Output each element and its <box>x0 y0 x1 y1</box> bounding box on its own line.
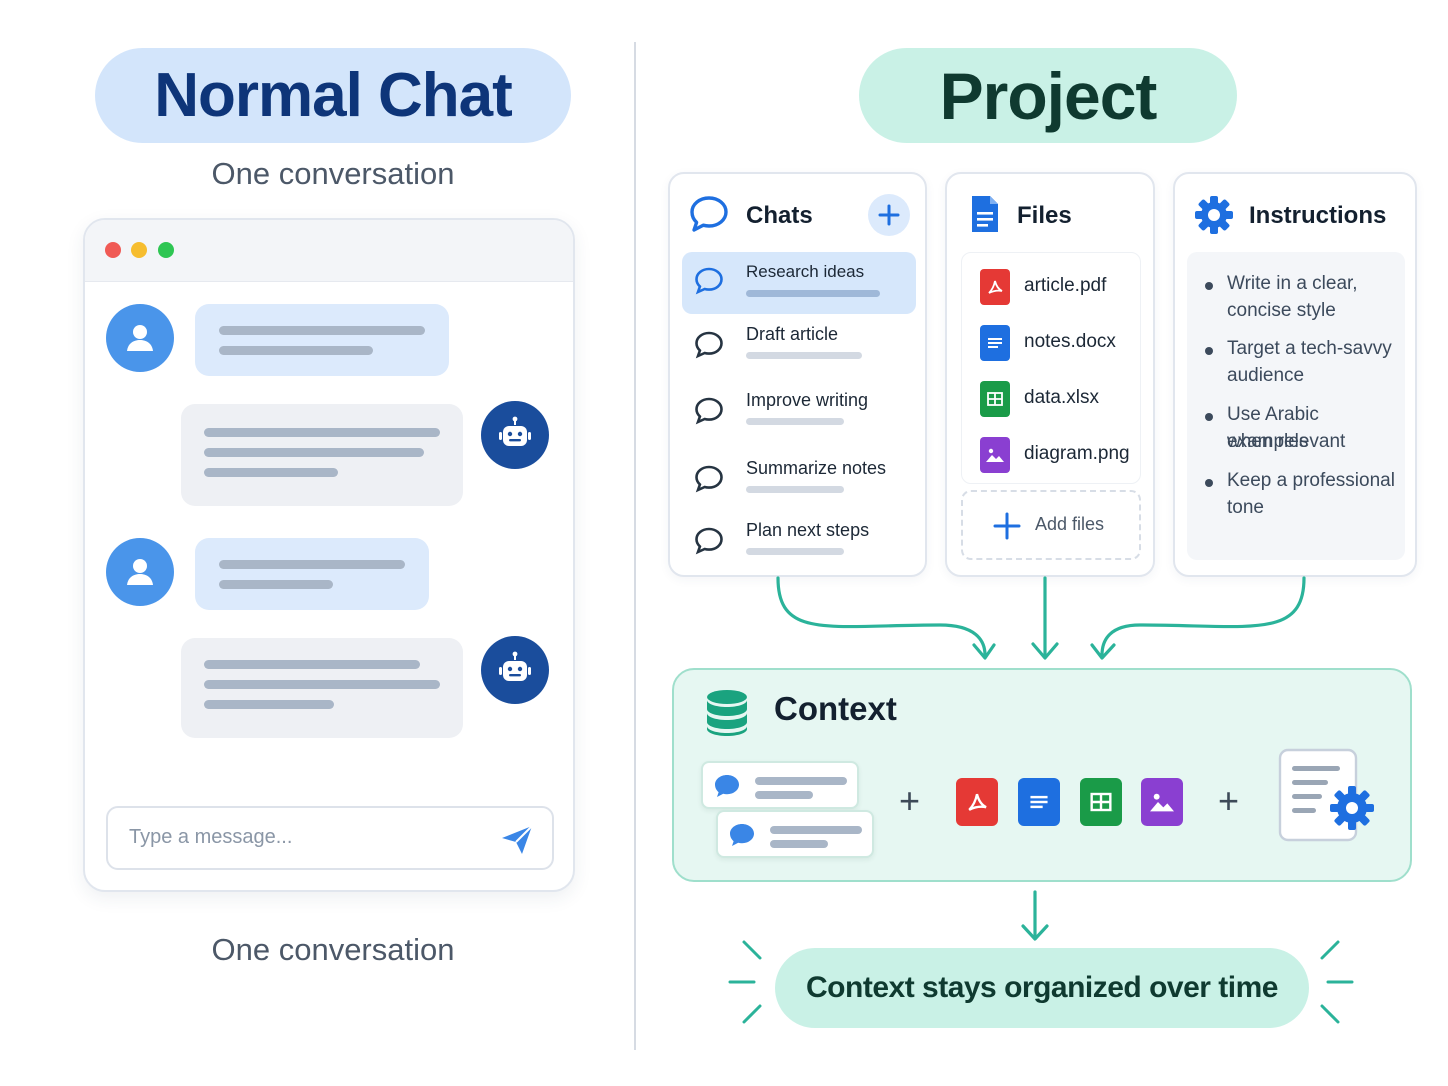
image-icon <box>1141 778 1183 826</box>
chat-item-research-ideas[interactable]: Research ideas <box>682 252 916 314</box>
plus-icon <box>878 204 900 226</box>
message-input-placeholder: Type a message... <box>129 826 293 848</box>
chat-item-label: Summarize notes <box>746 458 887 478</box>
instructions-list: Write in a clear, concise style Target a… <box>1187 252 1405 560</box>
send-icon[interactable] <box>500 824 534 861</box>
normal-chat-caption: One conversation <box>211 932 455 967</box>
doc-icon <box>1018 778 1060 826</box>
file-name: diagram.png <box>1024 443 1130 464</box>
result-banner: Context stays organized over time <box>775 948 1309 1028</box>
chat-bubble-icon <box>728 822 756 853</box>
user-avatar-icon <box>106 538 174 606</box>
plus-icon <box>993 512 1021 545</box>
file-name: article.pdf <box>1024 275 1107 296</box>
bot-avatar-icon <box>481 401 549 469</box>
plus-icon: + <box>1218 780 1240 821</box>
file-list: article.pdf notes.docx data.xlsx diagram… <box>961 252 1141 484</box>
context-chat-card <box>716 810 874 858</box>
file-item-article-pdf[interactable]: article.pdf <box>962 263 1140 311</box>
instruction-line: Write in a clear, <box>1227 273 1358 294</box>
plus-icon: + <box>899 780 921 821</box>
chat-item-icon <box>694 526 724 561</box>
add-chat-button[interactable] <box>868 194 910 236</box>
files-panel-title: Files <box>1017 202 1072 229</box>
bot-message-bubble <box>181 404 463 506</box>
maximize-dot[interactable] <box>158 242 174 258</box>
add-files-button[interactable]: Add files <box>961 490 1141 560</box>
instructions-panel: Instructions Write in a clear, concise s… <box>1173 172 1417 577</box>
bot-message-bubble <box>181 638 463 738</box>
instructions-settings-icon <box>1278 748 1378 849</box>
instruction-line: Use Arabic examples <box>1227 404 1319 452</box>
context-title: Context <box>774 690 897 727</box>
chat-item-icon <box>694 266 724 301</box>
file-item-diagram-png[interactable]: diagram.png <box>962 431 1140 479</box>
message-input[interactable]: Type a message... <box>106 806 554 870</box>
instruction-line: when relevant <box>1227 431 1346 452</box>
chat-item-summarize-notes[interactable]: Summarize notes <box>682 450 916 508</box>
chat-item-label: Research ideas <box>746 262 865 281</box>
minimize-dot[interactable] <box>131 242 147 258</box>
context-chat-card <box>701 761 859 809</box>
chats-panel: Chats Research ideas Draft article Impro… <box>668 172 927 577</box>
window-titlebar <box>85 220 573 282</box>
close-dot[interactable] <box>105 242 121 258</box>
divider <box>634 42 636 1050</box>
chat-item-improve-writing[interactable]: Improve writing <box>682 382 916 440</box>
gear-icon <box>1193 194 1235 241</box>
user-message-bubble <box>195 538 429 610</box>
files-panel: Files article.pdf notes.docx data.xlsx d… <box>945 172 1155 577</box>
sheet-icon <box>1080 778 1122 826</box>
file-name: notes.docx <box>1024 331 1116 352</box>
image-icon <box>980 437 1010 473</box>
instruction-line: audience <box>1227 365 1305 386</box>
chat-item-draft-article[interactable]: Draft article <box>682 316 916 374</box>
document-icon <box>969 194 1001 239</box>
user-avatar-icon <box>106 304 174 372</box>
instruction-line: concise style <box>1227 300 1336 321</box>
instruction-line: Target a tech-savvy <box>1227 338 1392 359</box>
chat-item-icon <box>694 396 724 431</box>
chats-panel-title: Chats <box>746 202 813 229</box>
file-item-notes-docx[interactable]: notes.docx <box>962 319 1140 367</box>
normal-chat-subtitle: One conversation <box>211 156 455 191</box>
chat-window: Type a message... <box>83 218 575 892</box>
chat-item-plan-next-steps[interactable]: Plan next steps <box>682 512 916 570</box>
file-item-data-xlsx[interactable]: data.xlsx <box>962 375 1140 423</box>
database-icon <box>704 688 750 743</box>
instructions-panel-title: Instructions <box>1249 202 1387 229</box>
sheet-icon <box>980 381 1010 417</box>
doc-icon <box>980 325 1010 361</box>
bot-avatar-icon <box>481 636 549 704</box>
project-title: Project <box>859 48 1237 143</box>
instruction-line: Keep a professional <box>1227 470 1395 491</box>
instruction-line: tone <box>1227 497 1264 518</box>
chat-item-label: Draft article <box>746 324 839 344</box>
file-name: data.xlsx <box>1024 387 1099 408</box>
chat-item-label: Improve writing <box>746 390 869 410</box>
chat-bubble-icon <box>688 194 730 239</box>
chat-bubble-icon <box>713 773 741 804</box>
chat-item-icon <box>694 330 724 365</box>
normal-chat-title: Normal Chat <box>95 48 571 143</box>
chat-item-icon <box>694 464 724 499</box>
add-files-label: Add files <box>1035 514 1105 534</box>
pdf-icon <box>980 269 1010 305</box>
chat-item-label: Plan next steps <box>746 520 870 540</box>
pdf-icon <box>956 778 998 826</box>
user-message-bubble <box>195 304 449 376</box>
